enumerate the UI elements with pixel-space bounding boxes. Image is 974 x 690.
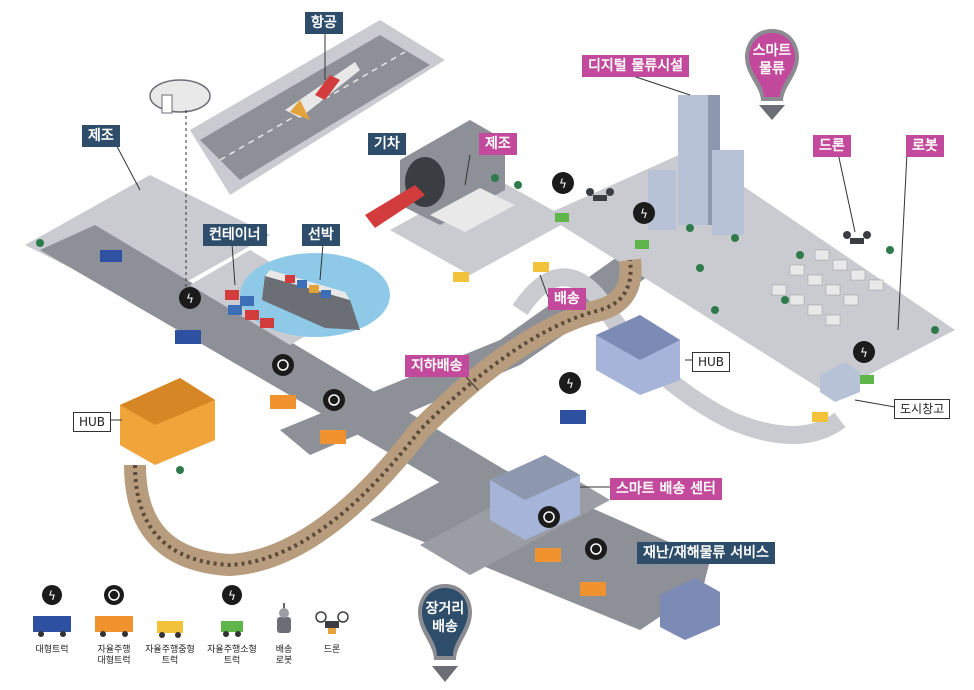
label-delivery: 배송 — [548, 288, 586, 310]
svg-text:ϟ: ϟ — [860, 346, 868, 360]
tower-1 — [678, 95, 708, 225]
svg-text:ϟ: ϟ — [559, 177, 567, 191]
tower-2 — [712, 150, 744, 235]
cloud-icon — [149, 79, 211, 114]
ship-hull — [262, 275, 360, 330]
svg-text:ϟ: ϟ — [640, 207, 648, 221]
label-smart-center: 스마트 배송 센터 — [610, 478, 722, 500]
airplane — [285, 62, 360, 120]
label-ship: 선박 — [302, 224, 340, 246]
pin-line-1: 스마트 — [752, 43, 792, 59]
label-aviation: 항공 — [305, 12, 343, 34]
leader-lines — [104, 32, 908, 488]
disaster-warehouse — [660, 578, 720, 640]
underground-tunnel — [124, 258, 642, 577]
drone-icons — [586, 188, 871, 244]
svg-text:ϟ: ϟ — [186, 292, 194, 306]
label-digital-facility: 디지털 물류시설 — [582, 55, 690, 77]
label-urban-warehouse: 도시창고 — [894, 399, 951, 419]
trees — [36, 174, 939, 474]
label-train: 기차 — [368, 133, 406, 155]
long-distance-pin — [418, 584, 472, 682]
tower-3 — [648, 170, 676, 230]
label-manufacturing-left: 제조 — [82, 125, 120, 147]
label-drone: 드론 — [813, 135, 851, 157]
smart-logistics-pin-text: 스마트 물류 — [739, 42, 805, 78]
label-container: 컨테이너 — [203, 224, 267, 246]
label-hub-right: HUB — [692, 352, 731, 372]
svg-text:ϟ: ϟ — [566, 377, 574, 391]
label-robot: 로봇 — [906, 135, 944, 157]
train-area-ground — [390, 175, 570, 275]
label-hub-left: HUB — [73, 412, 112, 432]
long-distance-pin-text: 장거리 배송 — [412, 600, 478, 636]
road-lower — [370, 460, 700, 630]
pin-line-2: 물류 — [759, 61, 785, 77]
right-factory — [430, 188, 515, 232]
label-manufacturing-right: 제조 — [479, 133, 517, 155]
container-stacks — [225, 290, 274, 328]
label-disaster: 재난/재해물류 서비스 — [637, 542, 775, 564]
pin-line-1: 장거리 — [425, 601, 465, 617]
train — [365, 185, 425, 228]
smart-logistics-pin — [745, 29, 799, 120]
pin-line-2: 배송 — [432, 619, 458, 635]
map-markers: ϟ ϟ ϟ ϟ ϟ — [179, 172, 875, 560]
houses — [771, 249, 884, 326]
label-underground: 지하배송 — [405, 355, 469, 377]
trucks — [100, 213, 874, 596]
urban-warehouse — [820, 362, 860, 402]
